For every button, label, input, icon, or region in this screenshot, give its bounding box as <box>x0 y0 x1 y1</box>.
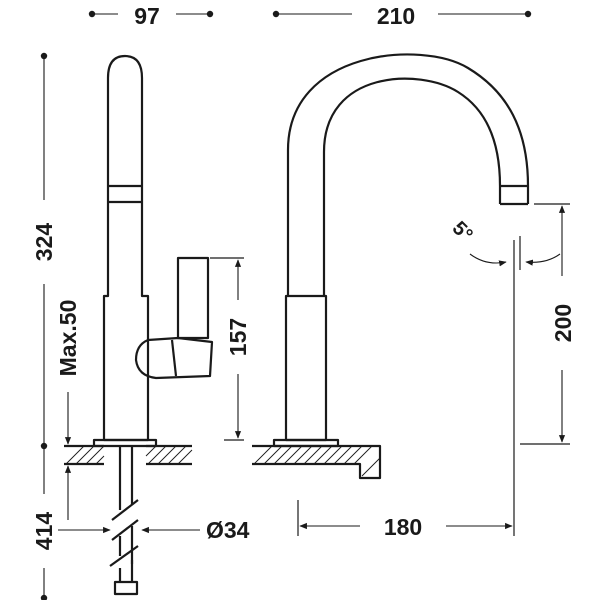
dim-label-angle: 5° <box>448 217 477 246</box>
dim-label-diameter: Ø34 <box>206 517 250 543</box>
dimension-lines <box>40 10 570 602</box>
dim-label-414: 414 <box>31 512 57 551</box>
spout-outer <box>286 53 530 296</box>
countertop-front <box>252 444 382 480</box>
side-view <box>64 54 214 596</box>
supply-hoses <box>109 446 139 596</box>
dim-label-324: 324 <box>31 223 57 262</box>
faucet-body-front <box>284 294 328 442</box>
lever-joint-seam <box>170 339 178 377</box>
dim-label-max50: Max.50 <box>55 300 81 377</box>
front-view <box>252 53 530 480</box>
lever-joint <box>134 336 214 380</box>
dim-label-180: 180 <box>384 514 422 540</box>
spout-inner <box>322 77 502 296</box>
lever-handle <box>176 256 210 340</box>
dim-label-200: 200 <box>550 304 576 342</box>
base-plate-side <box>92 438 158 448</box>
faucet-body-side <box>102 54 150 442</box>
dim-label-157: 157 <box>225 318 251 356</box>
dim-label-97: 97 <box>134 3 160 29</box>
countertop-side <box>64 444 193 466</box>
dim-label-210: 210 <box>377 3 415 29</box>
